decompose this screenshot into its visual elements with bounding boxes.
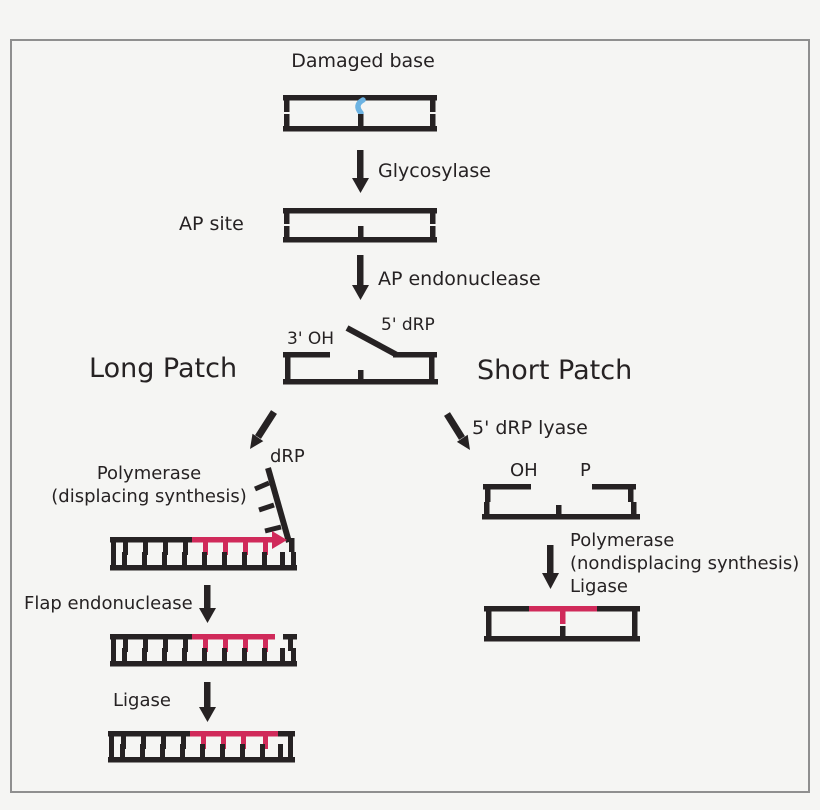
dna-ap-site [283, 208, 437, 243]
dna-nicked [283, 325, 438, 385]
arrow-ligase-long-patch [199, 682, 216, 722]
five-prime-drp-lyase-label: 5' dRP lyase [472, 417, 588, 439]
polymerase-displacing-line2: (displacing synthesis) [51, 486, 247, 507]
oh-end-label: OH [510, 460, 538, 481]
polymerase-nondisplacing-line1: Polymerase [570, 530, 675, 551]
damaged-base-label: Damaged base [291, 50, 435, 72]
dna-repaired-short-patch [484, 606, 640, 642]
arrow-long-patch-branch [250, 410, 277, 449]
dna-displacing-synthesis [110, 467, 297, 571]
p-end-label: P [580, 460, 591, 481]
ligase-long-patch-label: Ligase [113, 690, 171, 711]
five-prime-drp-label: 5' dRP [381, 315, 435, 335]
arrow-flap-endonuclease [199, 585, 216, 623]
drp-flap-label: dRP [270, 446, 305, 467]
damaged-base-mark [355, 97, 366, 116]
long-patch-title: Long Patch [89, 353, 238, 384]
diagram-frame [10, 39, 810, 793]
glycosylase-label: Glycosylase [378, 160, 491, 182]
arrow-glycosylase [352, 150, 369, 193]
polymerase-displacing-line1: Polymerase [96, 463, 202, 484]
flap-endonuclease-label: Flap endonuclease [24, 593, 193, 614]
arrow-polymerase-short-patch [542, 545, 559, 589]
polymerase-nondisplacing-line3: Ligase [570, 576, 628, 597]
dna-damaged-base [283, 95, 437, 132]
ap-site-label: AP site [179, 213, 244, 235]
ap-endonuclease-label: AP endonuclease [378, 268, 541, 290]
arrow-ap-endonuclease [352, 255, 369, 300]
polymerase-displacing-label: Polymerase (displacing synthesis) [36, 462, 262, 508]
arrow-short-patch-branch [444, 412, 470, 450]
polymerase-nondisplacing-line2: (nondisplacing synthesis) [570, 553, 800, 574]
short-patch-title: Short Patch [477, 355, 633, 386]
polymerase-nondisplacing-label: Polymerase (nondisplacing synthesis) Lig… [570, 529, 799, 598]
three-prime-oh-label: 3' OH [287, 329, 335, 349]
dna-flap-removed [110, 634, 297, 667]
dna-repaired-long-patch [108, 731, 295, 763]
dna-short-patch-gap [482, 484, 640, 520]
